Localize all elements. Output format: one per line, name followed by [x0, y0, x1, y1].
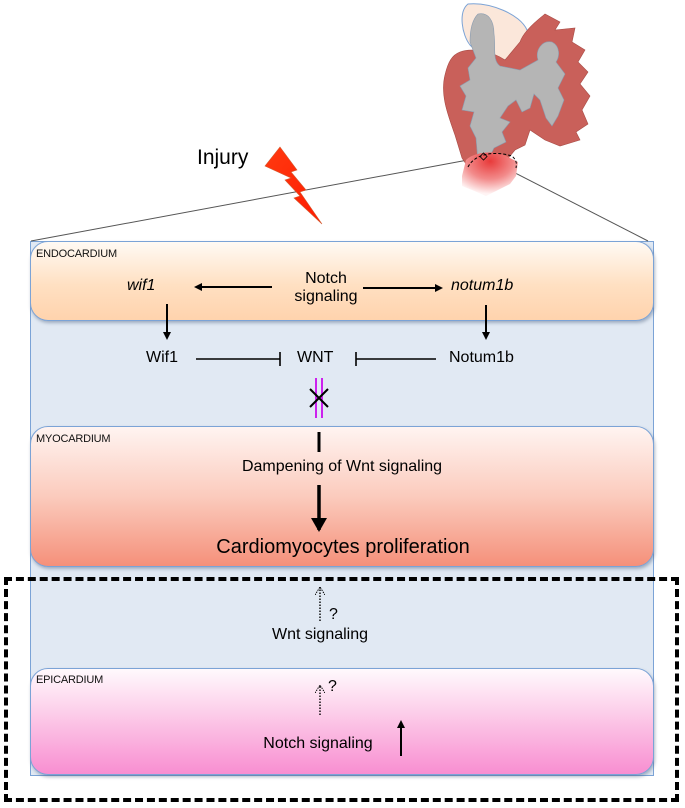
injury-zone-icon — [462, 152, 518, 196]
zoom-line-left — [30, 156, 485, 242]
question-mark-lower: ? — [328, 678, 337, 695]
epicardium-box — [30, 668, 654, 775]
notch-signaling-endocardium: Notch signaling — [294, 270, 357, 306]
highlight-dashed-box — [4, 577, 679, 802]
blocked-signal-icon — [309, 378, 329, 418]
injury-point-icon — [479, 152, 488, 161]
wnt-signaling-label: Wnt signaling — [271, 626, 369, 643]
heart-chamber-icon — [459, 13, 566, 163]
epicardium-label: EPICARDIUM — [36, 674, 104, 686]
notch-label-line2: signaling — [294, 288, 358, 305]
endocardium-label: ENDOCARDIUM — [36, 248, 117, 260]
dampening-wnt-label: Dampening of Wnt signaling — [241, 458, 443, 475]
myocardium-box — [30, 426, 654, 567]
notch-signaling-epicardium: Notch signaling — [263, 735, 373, 752]
wif1-gene: wif1 — [127, 277, 156, 294]
notch-label-line1: Notch — [305, 270, 347, 287]
notum1b-protein: Notum1b — [449, 349, 514, 366]
lightning-bolt-icon — [264, 146, 323, 225]
notum1b-gene: notum1b — [451, 277, 514, 294]
endocardium-box — [30, 241, 654, 321]
injury-boundary-icon — [467, 153, 517, 169]
heart-illustration — [443, 3, 591, 196]
question-mark-upper: ? — [329, 606, 338, 623]
wif1-protein: Wif1 — [146, 349, 178, 366]
myocardium-label: MYOCARDIUM — [36, 433, 111, 445]
injury-label: Injury — [197, 146, 249, 169]
cardiomyocyte-proliferation-label: Cardiomyocytes proliferation — [216, 536, 470, 558]
wnt-target: WNT — [297, 349, 334, 366]
